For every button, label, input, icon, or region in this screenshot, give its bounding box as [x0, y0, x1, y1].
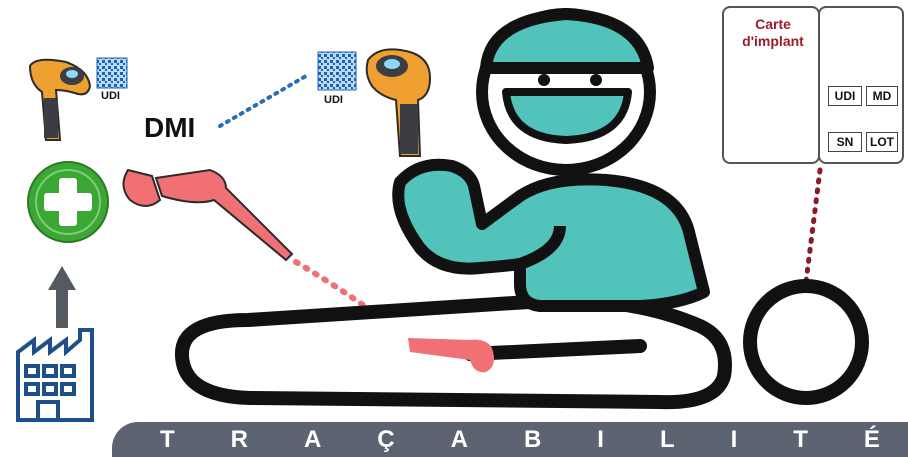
banner-letter: I: [597, 426, 604, 454]
banner-letter: L: [660, 426, 675, 454]
implant-card-title-line2: d'implant: [724, 33, 822, 50]
implant-card: Carte d'implant: [722, 6, 820, 164]
banner-letter: B: [524, 426, 541, 454]
code-md: MD: [866, 86, 898, 106]
code-udi: UDI: [828, 86, 862, 106]
barcode-scanner-icon: [30, 60, 90, 140]
qr-code-icon: [97, 58, 127, 88]
udi-tag-right: UDI: [324, 94, 343, 106]
code-sn: SN: [828, 132, 862, 152]
udi-dotted-link: [220, 76, 306, 126]
banner-letters: T R A Ç A B I L I T É: [112, 422, 908, 457]
qr-code-icon: [318, 52, 356, 90]
udi-tag-left: UDI: [101, 90, 120, 102]
surgeon-icon: [398, 14, 704, 306]
banner-letter: A: [304, 426, 321, 454]
implant-icon: [123, 170, 292, 260]
dmi-label: DMI: [144, 112, 195, 144]
banner-letter: É: [864, 426, 880, 454]
code-lot: LOT: [866, 132, 898, 152]
barcode-scanner-icon: [367, 49, 430, 156]
implant-card-title-line1: Carte: [724, 16, 822, 33]
device-codes-card: UDI MD SN LOT: [818, 6, 904, 164]
hospital-plus-icon: [28, 162, 108, 242]
tracabilite-banner: T R A Ç A B I L I T É: [112, 422, 908, 457]
banner-letter: A: [451, 426, 468, 454]
banner-letter: T: [160, 426, 175, 454]
banner-letter: T: [793, 426, 808, 454]
banner-letter: I: [731, 426, 738, 454]
banner-letter: Ç: [377, 426, 394, 454]
banner-letter: R: [231, 426, 248, 454]
card-dotted-link: [806, 170, 820, 282]
factory-icon: [18, 330, 92, 420]
arrow-up-icon: [48, 266, 76, 328]
